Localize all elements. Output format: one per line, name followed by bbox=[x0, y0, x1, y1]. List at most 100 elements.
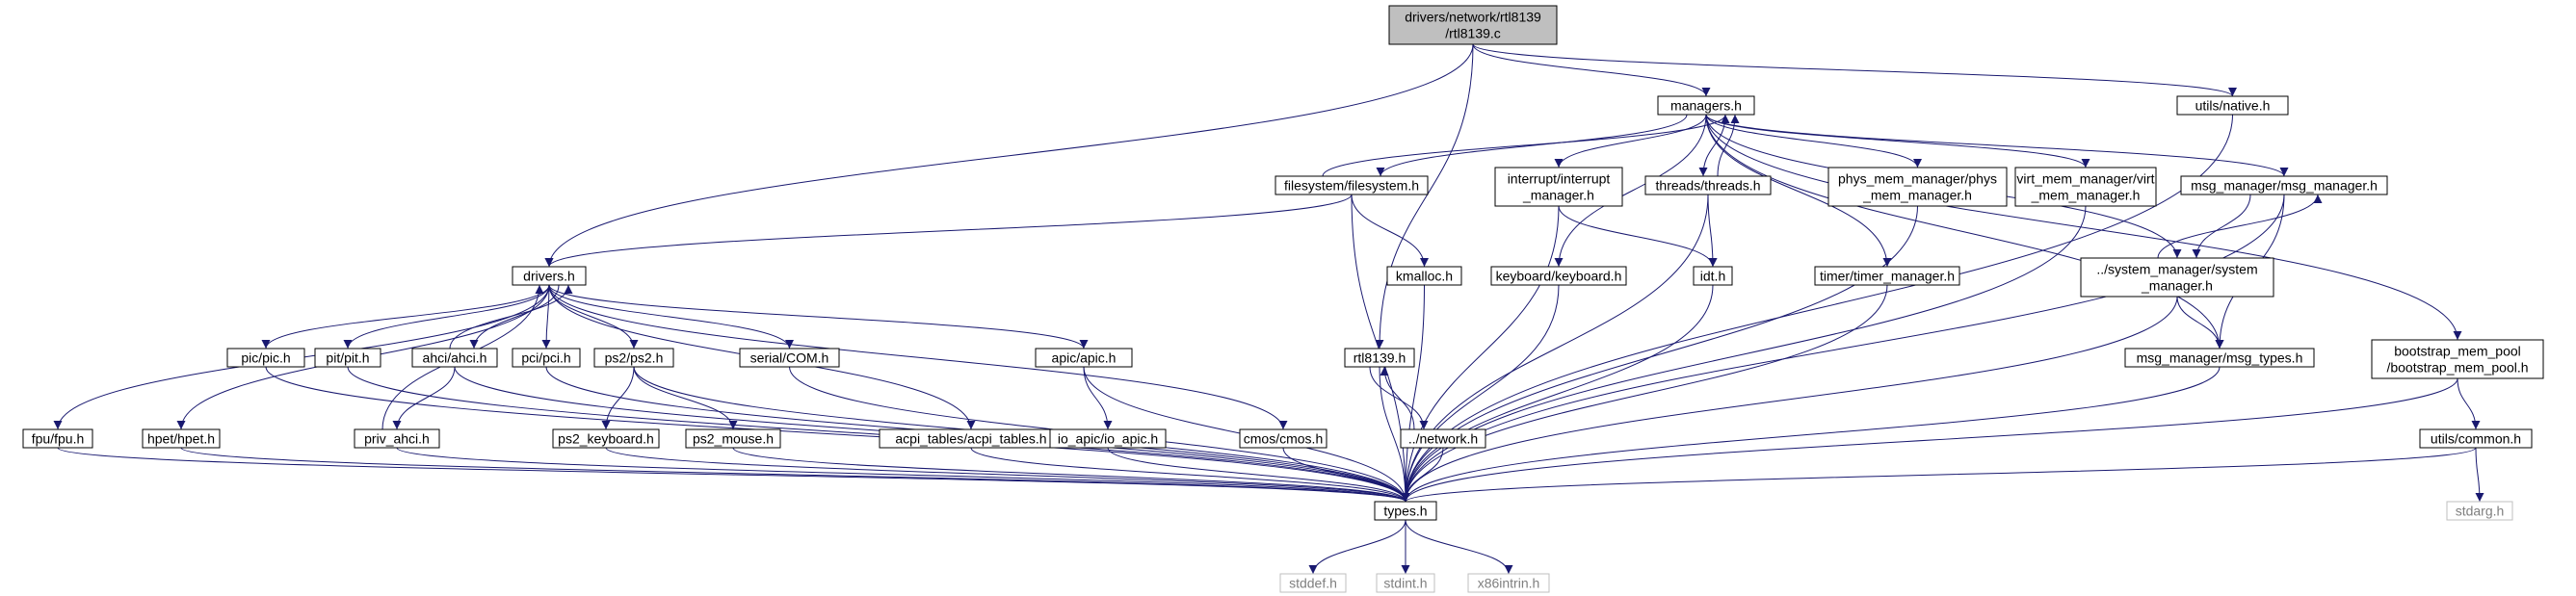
node-label: pit/pit.h bbox=[326, 350, 369, 366]
node-bootstrap[interactable]: bootstrap_mem_pool/bootstrap_mem_pool.h bbox=[2371, 339, 2544, 379]
edge-managers-to-filesystem bbox=[1376, 114, 1688, 177]
node-label: drivers/network/rtl8139 bbox=[1405, 10, 1541, 25]
edge-ps2-to-ps2kbd bbox=[601, 366, 635, 430]
node-label: ahci/ahci.h bbox=[423, 350, 487, 366]
node-label: bootstrap_mem_pool bbox=[2394, 344, 2521, 359]
edge-managers-to-phys bbox=[1705, 114, 1922, 168]
node-ahci[interactable]: ahci/ahci.h bbox=[411, 348, 498, 368]
node-virt[interactable]: virt_mem_manager/virt_mem_manager.h bbox=[2014, 167, 2157, 207]
node-label: _manager.h bbox=[1522, 188, 1594, 203]
edge-bootstrap-to-common bbox=[2457, 377, 2481, 430]
node-kmalloc[interactable]: kmalloc.h bbox=[1386, 266, 1462, 286]
node-label: acpi_tables/acpi_tables.h bbox=[895, 431, 1046, 447]
node-box bbox=[411, 348, 498, 368]
edge-managers-to-msgmgr bbox=[1705, 114, 2289, 177]
node-interrupt[interactable]: interrupt/interrupt_manager.h bbox=[1494, 167, 1623, 207]
edge-fpu-to-types bbox=[57, 447, 1410, 503]
node-label: utils/native.h bbox=[2195, 98, 2271, 114]
edge-root-to-rtl8139h bbox=[1375, 43, 1474, 350]
edge-filesystem-to-kmalloc bbox=[1351, 194, 1429, 268]
node-box bbox=[354, 428, 440, 449]
node-stddef: stddef.h bbox=[1279, 573, 1347, 593]
node-pci[interactable]: pci/pci.h bbox=[512, 348, 581, 368]
edge-interrupt-to-idt bbox=[1558, 205, 1718, 268]
node-fpu[interactable]: fpu/fpu.h bbox=[22, 428, 93, 449]
node-box bbox=[593, 348, 674, 368]
edge-drivers-to-pit bbox=[343, 284, 550, 350]
edge-cmos-to-types bbox=[1282, 447, 1410, 503]
node-idt[interactable]: idt.h bbox=[1693, 266, 1733, 286]
node-ps2[interactable]: ps2/ps2.h bbox=[593, 348, 674, 368]
node-label: _mem_manager.h bbox=[2031, 188, 2141, 203]
node-rtl8139h[interactable]: rtl8139.h bbox=[1344, 348, 1415, 368]
node-label: pic/pic.h bbox=[241, 350, 290, 366]
node-msgmgr[interactable]: msg_manager/msg_manager.h bbox=[2180, 175, 2388, 195]
node-timer[interactable]: timer/timer_manager.h bbox=[1814, 266, 1960, 286]
node-label: priv_ahci.h bbox=[364, 431, 430, 447]
node-label: /bootstrap_mem_pool.h bbox=[2386, 360, 2528, 376]
node-box bbox=[1467, 573, 1550, 593]
edge-root-to-drivers bbox=[544, 43, 1474, 268]
edge-pic-to-types bbox=[265, 366, 1410, 503]
node-label: drivers.h bbox=[523, 269, 575, 284]
edge-threads-to-idt bbox=[1707, 194, 1718, 268]
node-privahci[interactable]: priv_ahci.h bbox=[354, 428, 440, 449]
node-ps2mouse[interactable]: ps2_mouse.h bbox=[685, 428, 781, 449]
node-box bbox=[226, 348, 305, 368]
node-box bbox=[2446, 501, 2513, 521]
node-label: stdint.h bbox=[1383, 576, 1427, 591]
node-types[interactable]: types.h bbox=[1374, 501, 1437, 521]
node-label: phys_mem_manager/phys bbox=[1838, 171, 1997, 187]
edge-acpi-to-types bbox=[970, 447, 1410, 503]
node-box bbox=[2371, 339, 2544, 379]
edge-network-to-rtl8139h bbox=[1380, 366, 1415, 430]
edge-sysmgr-to-msgmgr bbox=[2157, 194, 2323, 259]
node-label: ps2_mouse.h bbox=[693, 431, 774, 447]
node-label: ../system_manager/system bbox=[2096, 262, 2257, 277]
node-box bbox=[552, 428, 660, 449]
node-acpi[interactable]: acpi_tables/acpi_tables.h bbox=[879, 428, 1064, 449]
node-pit[interactable]: pit/pit.h bbox=[314, 348, 381, 368]
node-box bbox=[512, 348, 581, 368]
node-cmos[interactable]: cmos/cmos.h bbox=[1239, 428, 1327, 449]
node-keyboard[interactable]: keyboard/keyboard.h bbox=[1490, 266, 1627, 286]
node-serial[interactable]: serial/COM.h bbox=[739, 348, 840, 368]
node-box bbox=[2014, 167, 2157, 207]
node-box bbox=[1275, 175, 1429, 195]
edge-sysmgr-to-msgtypes bbox=[2176, 296, 2224, 350]
edge-managers-to-bootstrap bbox=[1705, 114, 2462, 341]
node-managers[interactable]: managers.h bbox=[1657, 95, 1755, 116]
node-x86intrin: x86intrin.h bbox=[1467, 573, 1550, 593]
node-label: idt.h bbox=[1700, 269, 1725, 284]
node-drivers[interactable]: drivers.h bbox=[512, 266, 587, 286]
node-hpet[interactable]: hpet/hpet.h bbox=[142, 428, 221, 449]
node-sysmgr[interactable]: ../system_manager/system_manager.h bbox=[2080, 257, 2274, 298]
node-threads[interactable]: threads/threads.h bbox=[1644, 175, 1772, 195]
edge-managers-to-threads bbox=[1698, 114, 1726, 177]
node-box bbox=[22, 428, 93, 449]
node-ps2kbd[interactable]: ps2_keyboard.h bbox=[552, 428, 660, 449]
node-native[interactable]: utils/native.h bbox=[2176, 95, 2289, 116]
node-box bbox=[1386, 266, 1462, 286]
node-network[interactable]: ../network.h bbox=[1400, 428, 1486, 449]
edge-root-to-managers bbox=[1472, 43, 1711, 97]
node-label: utils/common.h bbox=[2431, 431, 2521, 447]
node-phys[interactable]: phys_mem_manager/phys_mem_manager.h bbox=[1827, 167, 2008, 207]
node-common[interactable]: utils/common.h bbox=[2419, 428, 2533, 449]
node-root: drivers/network/rtl8139/rtl8139.c bbox=[1388, 5, 1558, 45]
edge-ps2mouse-to-types bbox=[732, 447, 1410, 503]
node-box bbox=[1279, 573, 1347, 593]
node-box bbox=[1657, 95, 1755, 116]
edge-rtl8139h-to-network bbox=[1369, 366, 1429, 430]
edge-drivers-to-apic bbox=[548, 284, 1089, 350]
node-pic[interactable]: pic/pic.h bbox=[226, 348, 305, 368]
node-box bbox=[1388, 5, 1558, 45]
node-msgtypes[interactable]: msg_manager/msg_types.h bbox=[2124, 348, 2315, 368]
node-ioapic[interactable]: io_apic/io_apic.h bbox=[1049, 428, 1167, 449]
node-label: _manager.h bbox=[2141, 278, 2213, 294]
node-label: stdarg.h bbox=[2456, 504, 2505, 519]
node-filesystem[interactable]: filesystem/filesystem.h bbox=[1275, 175, 1429, 195]
node-apic[interactable]: apic/apic.h bbox=[1035, 348, 1133, 368]
edge-layer bbox=[53, 43, 2484, 575]
